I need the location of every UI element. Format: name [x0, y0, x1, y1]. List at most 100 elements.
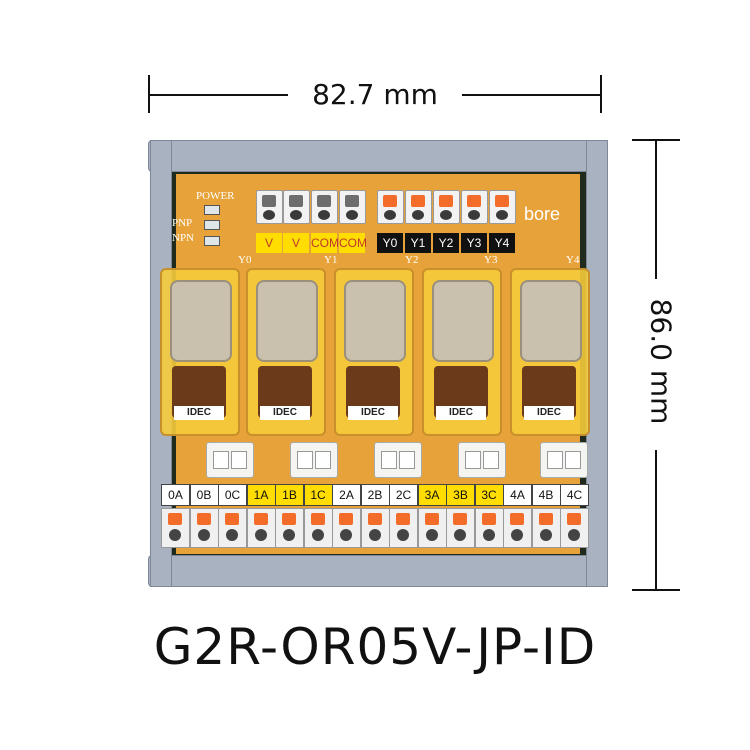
bottom-terminal-14[interactable]: [560, 508, 589, 548]
terminal-release-button[interactable]: [225, 513, 239, 525]
terminal-release-button[interactable]: [510, 513, 524, 525]
jumper-socket: [213, 451, 229, 469]
bottom-terminal-5[interactable]: [303, 508, 333, 548]
relay: IDEC: [334, 268, 414, 436]
terminal-release-button[interactable]: [168, 513, 182, 525]
terminal-wire-hole: [226, 529, 238, 541]
bottom-terminal-8[interactable]: [389, 508, 418, 548]
jumper-connector[interactable]: [206, 442, 254, 478]
jumper-socket: [565, 451, 581, 469]
relay-channel-label: Y1: [324, 254, 338, 266]
terminal-wire-hole: [169, 529, 181, 541]
terminal-release-button[interactable]: [345, 195, 359, 207]
jumper-socket: [399, 451, 415, 469]
jumper-socket: [483, 451, 499, 469]
top-terminal-1[interactable]: [283, 190, 310, 224]
relay-contact-window: [170, 280, 232, 362]
terminal-release-button[interactable]: [424, 513, 439, 525]
relay: IDEC: [422, 268, 502, 436]
bottom-terminal-label: 2C: [389, 484, 418, 506]
terminal-release-button[interactable]: [538, 513, 553, 525]
bottom-terminal-7[interactable]: [360, 508, 390, 548]
jumper-socket: [297, 451, 313, 469]
relay-brand-label: IDEC: [436, 406, 486, 420]
bottom-terminal-label: 3C: [474, 484, 504, 506]
bottom-terminal-2[interactable]: [218, 508, 247, 548]
terminal-wire-hole: [539, 529, 552, 541]
top-terminal-0[interactable]: [256, 190, 283, 224]
terminal-release-button[interactable]: [467, 195, 481, 207]
bottom-terminal-13[interactable]: [531, 508, 561, 548]
top-terminal-label: Y2: [433, 233, 459, 253]
jumper-connector[interactable]: [374, 442, 422, 478]
terminal-release-button[interactable]: [439, 195, 453, 207]
terminal-release-button[interactable]: [339, 513, 353, 525]
height-dimension-line-top: [655, 139, 657, 279]
terminal-wire-hole: [318, 210, 330, 220]
terminal-release-button[interactable]: [411, 195, 425, 207]
terminal-wire-hole: [511, 529, 523, 541]
jumper-socket: [547, 451, 563, 469]
bottom-terminal-6[interactable]: [332, 508, 361, 548]
top-terminal-8[interactable]: [489, 190, 516, 224]
relay-channel-label: Y2: [405, 254, 419, 266]
jumper-socket: [231, 451, 247, 469]
bottom-terminal-1[interactable]: [189, 508, 219, 548]
jumper-socket: [465, 451, 481, 469]
terminal-wire-hole: [283, 529, 295, 541]
terminal-release-button[interactable]: [262, 195, 276, 207]
height-dimension-line-bottom: [655, 450, 657, 590]
top-terminal-label: Y1: [405, 233, 431, 253]
terminal-release-button[interactable]: [383, 195, 397, 207]
top-terminal-3[interactable]: [339, 190, 366, 224]
terminal-release-button[interactable]: [396, 513, 410, 525]
relay-brand-label: IDEC: [174, 406, 224, 420]
terminal-release-button[interactable]: [253, 513, 268, 525]
top-terminal-label: Y4: [489, 233, 515, 253]
top-terminal-7[interactable]: [461, 190, 488, 224]
height-dimension-tick-bottom: [632, 589, 680, 591]
terminal-release-button[interactable]: [495, 195, 509, 207]
bottom-terminal-label: 4B: [531, 484, 561, 506]
jumper-connector[interactable]: [290, 442, 338, 478]
top-terminal-label: Y3: [461, 233, 487, 253]
jumper-connector[interactable]: [540, 442, 588, 478]
terminal-release-button[interactable]: [567, 513, 581, 525]
width-dimension-line-left: [148, 94, 288, 96]
bottom-terminal-label: 2A: [332, 484, 361, 506]
terminal-release-button[interactable]: [196, 513, 211, 525]
terminal-release-button[interactable]: [481, 513, 496, 525]
terminal-release-button[interactable]: [317, 195, 331, 207]
bottom-terminal-label: 4C: [560, 484, 589, 506]
bottom-terminal-10[interactable]: [446, 508, 475, 548]
terminal-release-button[interactable]: [367, 513, 382, 525]
bottom-terminal-12[interactable]: [503, 508, 532, 548]
jumper-connector[interactable]: [458, 442, 506, 478]
bottom-terminal-11[interactable]: [474, 508, 504, 548]
height-dimension-label: 86.0 mm: [644, 298, 678, 425]
bottom-terminal-label: 2B: [360, 484, 390, 506]
relay-channel-label: Y4: [566, 254, 580, 266]
relay-contact-window: [256, 280, 318, 362]
width-dimension-line-right: [462, 94, 602, 96]
bottom-terminal-label: 0C: [218, 484, 247, 506]
bottom-terminal-label: 1B: [275, 484, 304, 506]
terminal-release-button[interactable]: [282, 513, 296, 525]
pnp-indicator-label: PNP: [172, 217, 193, 229]
bottom-terminal-0[interactable]: [161, 508, 190, 548]
top-terminal-6[interactable]: [433, 190, 460, 224]
terminal-release-button[interactable]: [310, 513, 325, 525]
relay: IDEC: [510, 268, 590, 436]
relay-contact-window: [344, 280, 406, 362]
bottom-terminal-3[interactable]: [246, 508, 276, 548]
bottom-terminal-9[interactable]: [417, 508, 447, 548]
terminal-wire-hole: [425, 529, 438, 541]
bottom-terminal-4[interactable]: [275, 508, 304, 548]
terminal-wire-hole: [384, 210, 396, 220]
top-terminal-5[interactable]: [405, 190, 432, 224]
relay-brand-label: IDEC: [348, 406, 398, 420]
top-terminal-4[interactable]: [377, 190, 404, 224]
top-terminal-2[interactable]: [311, 190, 338, 224]
terminal-release-button[interactable]: [453, 513, 467, 525]
terminal-release-button[interactable]: [289, 195, 303, 207]
